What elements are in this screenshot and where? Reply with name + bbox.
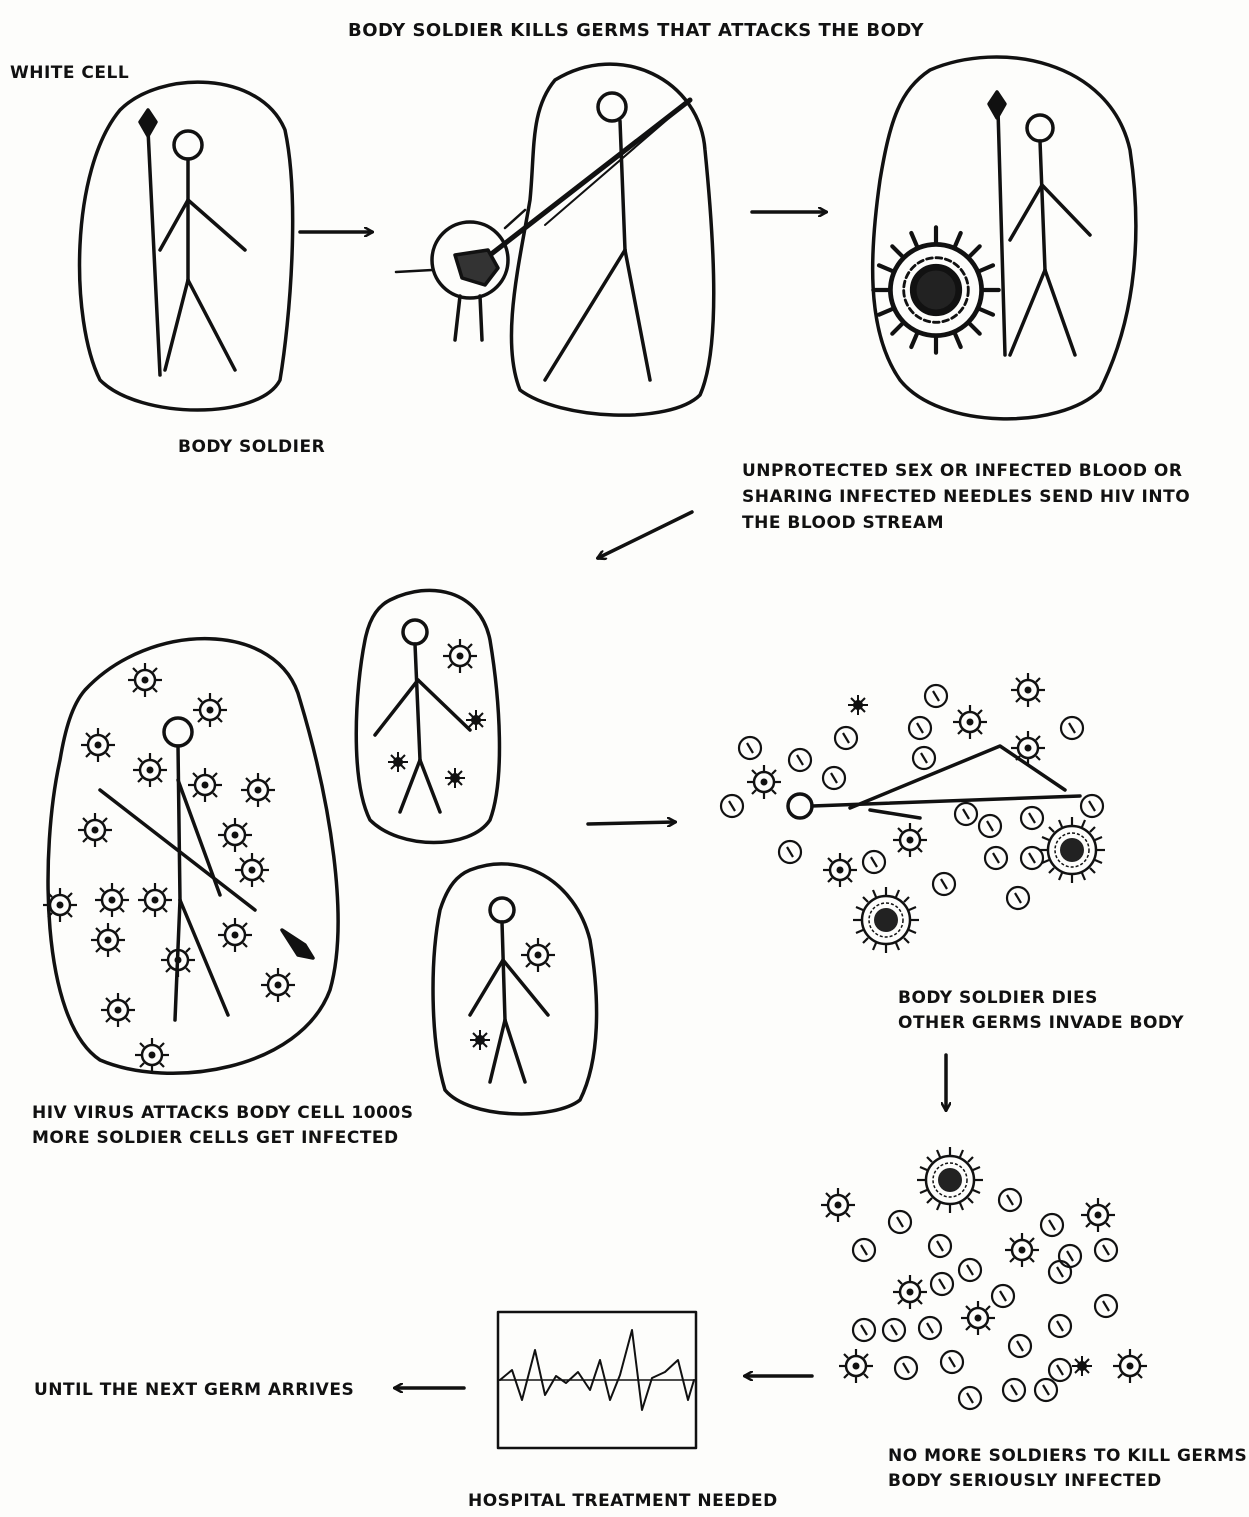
infected-cell-b — [433, 864, 597, 1114]
transmission-caption-1: UNPROTECTED SEX OR INFECTED BLOOD OR — [742, 458, 1182, 484]
arrow-3 — [598, 512, 692, 558]
hiv-attack-caption-2: MORE SOLDIER CELLS GET INFECTED — [32, 1125, 399, 1151]
no-soldiers-caption-2: BODY SERIOUSLY INFECTED — [888, 1468, 1162, 1494]
soldier-dies-caption-1: BODY SOLDIER DIES — [898, 985, 1098, 1011]
white-cell-label: WHITE CELL — [10, 60, 129, 86]
hiv-attack-caption-1: HIV VIRUS ATTACKS BODY CELL 1000s — [32, 1100, 413, 1126]
heart-monitor — [498, 1312, 696, 1448]
germ-icon-large — [873, 227, 998, 352]
white-cell-soldier — [80, 82, 293, 410]
no-soldiers-caption-1: NO MORE SOLDIERS TO KILL GERMS — [888, 1443, 1247, 1469]
soldier-kills-germ — [396, 64, 714, 415]
germ-swarm-panel7 — [821, 1147, 1147, 1409]
hospital-caption: HOSPITAL TREATMENT NEEDED — [468, 1488, 778, 1514]
arrow-4 — [588, 822, 675, 824]
title-caption: BODY SOLDIER KILLS GERMS THAT ATTACKS TH… — [348, 18, 924, 44]
transmission-caption-2: SHARING INFECTED NEEDLES SEND HIV INTO — [742, 484, 1190, 510]
infected-soldier-cell — [48, 639, 338, 1074]
virus-swarm-panel4 — [43, 663, 295, 1072]
soldier-dies-caption-2: OTHER GERMS INVADE BODY — [898, 1010, 1184, 1036]
virus-swarm-small-cells — [388, 639, 555, 1050]
body-soldier-label: BODY SOLDIER — [178, 434, 325, 460]
next-germ-caption: UNTIL THE NEXT GERM ARRIVES — [34, 1377, 354, 1403]
transmission-caption-3: THE BLOOD STREAM — [742, 510, 944, 536]
germ-swarm-panel6 — [721, 673, 1105, 953]
